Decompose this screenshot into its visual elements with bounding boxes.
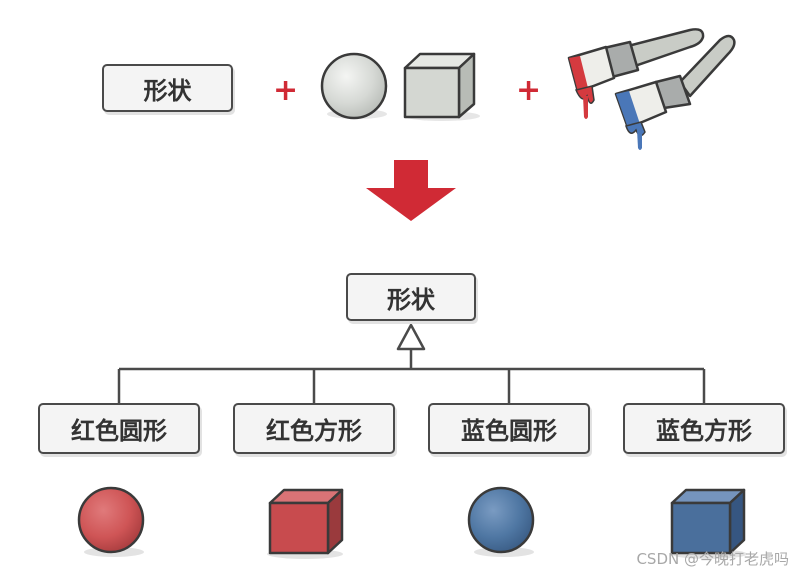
shape-label-top: 形状 xyxy=(143,76,192,105)
gray-sphere-icon xyxy=(320,52,388,120)
red-paintbrush-icon xyxy=(567,28,705,119)
hierarchy-connectors xyxy=(117,349,706,403)
child-box-blue-square: 蓝色方形 xyxy=(623,403,785,454)
child-label-red-circle: 红色圆形 xyxy=(71,417,167,445)
shape-label-box-top: 形状 xyxy=(102,64,233,112)
plus-sign-2: + xyxy=(516,73,542,108)
blue-cube-icon xyxy=(670,488,747,559)
gray-cube-icon xyxy=(403,52,480,121)
red-sphere-icon xyxy=(77,486,145,557)
child-label-red-square: 红色方形 xyxy=(266,417,362,445)
blue-paintbrush-icon xyxy=(614,34,736,150)
child-label-blue-square: 蓝色方形 xyxy=(656,417,752,445)
child-label-blue-circle: 蓝色圆形 xyxy=(461,417,557,445)
plus-sign-1: + xyxy=(273,73,299,108)
down-arrow-icon xyxy=(366,160,456,221)
child-box-red-circle: 红色圆形 xyxy=(38,403,200,454)
child-box-blue-circle: 蓝色圆形 xyxy=(428,403,590,454)
blue-sphere-icon xyxy=(467,486,535,557)
child-box-red-square: 红色方形 xyxy=(233,403,395,454)
parent-shape-box: 形状 xyxy=(346,273,476,321)
parent-shape-label: 形状 xyxy=(387,285,435,314)
red-cube-icon xyxy=(267,488,344,559)
inheritance-triangle-icon xyxy=(396,323,426,351)
watermark: CSDN @今晚打老虎吗 xyxy=(636,550,789,568)
